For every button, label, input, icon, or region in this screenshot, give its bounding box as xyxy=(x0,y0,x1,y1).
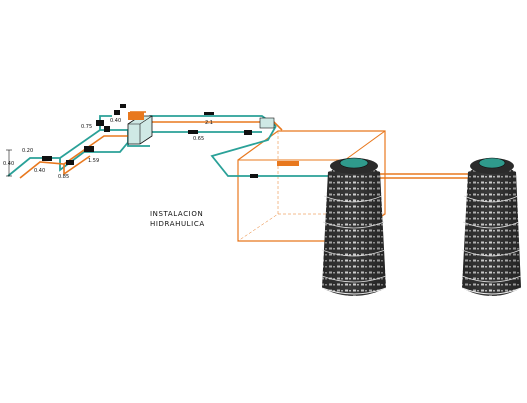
water-heater-icon xyxy=(127,115,153,145)
dimension-label: 2.1 xyxy=(205,120,213,126)
drawing-caption: INSTALACION HIDRAHULICA xyxy=(150,209,205,229)
dimension-label: 0.65 xyxy=(193,136,204,142)
water-tank-icon xyxy=(461,157,522,296)
heater-element xyxy=(128,112,275,129)
dimension-label: 0.20 xyxy=(22,148,33,154)
dimension-label: 0.75 xyxy=(81,124,92,130)
hot-water-piping xyxy=(19,111,472,179)
dimension-label: 0.40 xyxy=(34,168,45,174)
dimension-label: 1.59 xyxy=(88,158,99,164)
dimension-label: 0.40 xyxy=(110,118,121,124)
dimension-line xyxy=(6,149,12,177)
valve-fixtures xyxy=(42,104,258,178)
caption-line-2: HIDRAHULICA xyxy=(150,220,205,228)
dimension-label: 0.85 xyxy=(58,174,69,180)
caption-line-1: INSTALACION xyxy=(150,210,204,218)
dimension-label: 0.40 xyxy=(3,161,14,167)
water-tank-icon xyxy=(321,157,387,296)
cold-water-piping xyxy=(7,115,330,177)
